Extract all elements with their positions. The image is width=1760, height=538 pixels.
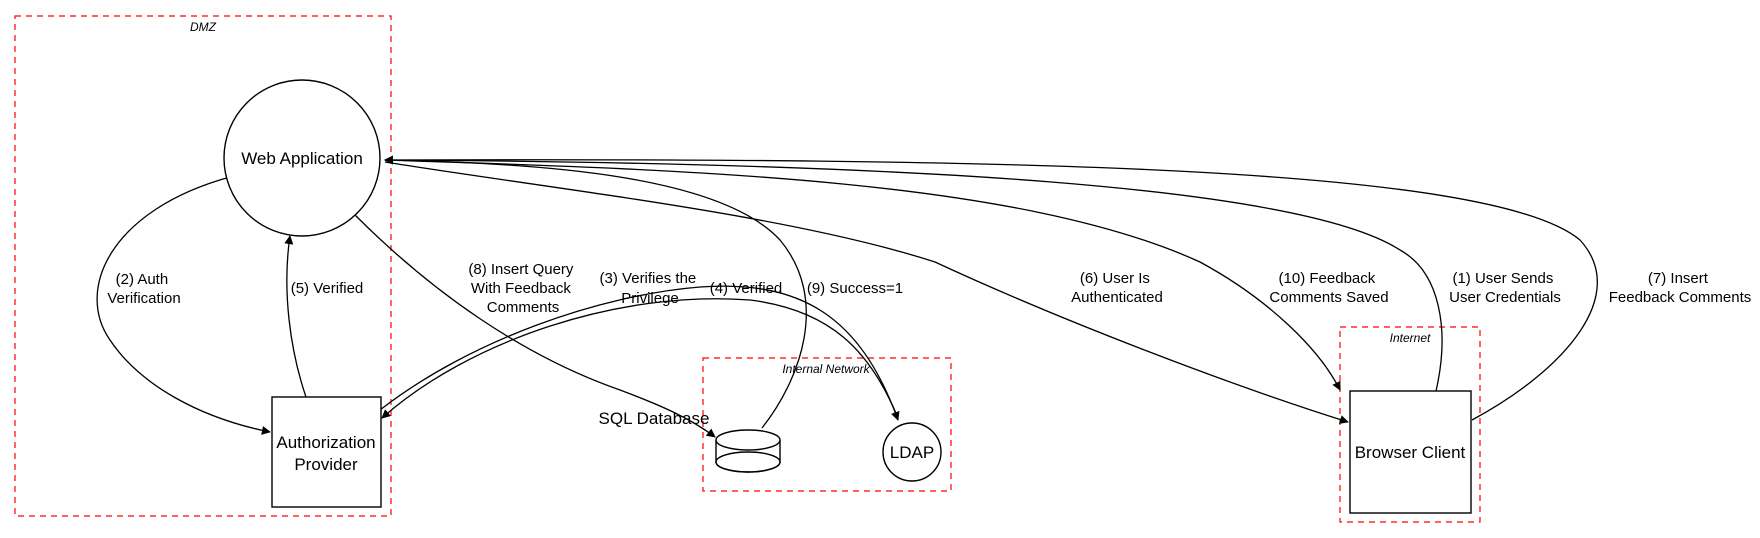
flow-2-label: (2) Auth Verification — [107, 271, 180, 307]
edge-2-auth-verification — [96, 176, 271, 435]
boundary-internal-network: Internal Network — [702, 357, 952, 492]
edge-9-success — [384, 155, 807, 429]
edge-7-insert-feedback — [384, 155, 1598, 421]
edge-8-insert-query — [354, 214, 716, 438]
edge-1-user-credentials — [384, 155, 1443, 392]
edge-10-comments-saved — [384, 159, 1341, 391]
node-web-application[interactable]: Web Application — [223, 79, 381, 237]
boundary-internet: Internet — [1339, 326, 1481, 523]
flow-7-label: (7) Insert Feedback Comments — [1609, 270, 1752, 306]
flow-4-label: (4) Verified — [710, 280, 783, 297]
boundary-dmz-label: DMZ — [190, 20, 217, 34]
edge-labels: (2) Auth Verification (5) Verified (8) I… — [107, 261, 1751, 316]
boundary-internet-label: Internet — [1390, 331, 1431, 345]
flow-1-label: (1) User Sends User Credentials — [1449, 270, 1561, 306]
sql-database-label: SQL Database — [599, 409, 710, 428]
ldap-label: LDAP — [890, 443, 934, 462]
authorization-provider-label-line1: Authorization — [276, 433, 375, 452]
flow-6-label: (6) User Is Authenticated — [1071, 270, 1163, 306]
flow-5-label: (5) Verified — [291, 280, 364, 297]
boundary-dmz: DMZ — [14, 15, 392, 517]
authorization-provider-label-line2: Provider — [294, 455, 358, 474]
browser-client-label: Browser Client — [1355, 443, 1466, 462]
flow-10-label: (10) Feedback Comments Saved — [1269, 270, 1388, 306]
node-browser-client[interactable]: Browser Client — [1349, 390, 1472, 514]
edge-4-verified — [381, 298, 899, 419]
edge-3-verifies-privilege — [379, 285, 900, 421]
flow-3-label: (3) Verifies the Privilege — [600, 270, 701, 307]
edge-5-verified — [284, 235, 307, 398]
flow-edges — [96, 155, 1598, 438]
flow-9-label: (9) Success=1 — [807, 280, 903, 297]
node-authorization-provider[interactable]: Authorization Provider — [271, 396, 382, 508]
web-application-label: Web Application — [241, 149, 363, 168]
node-ldap[interactable]: LDAP — [882, 422, 942, 482]
edge-6-user-authenticated — [384, 161, 1349, 424]
flow-8-label: (8) Insert Query With Feedback Comments — [468, 261, 577, 316]
node-sql-database[interactable]: SQL Database — [599, 409, 781, 473]
boundary-internal-label: Internal Network — [782, 362, 870, 376]
